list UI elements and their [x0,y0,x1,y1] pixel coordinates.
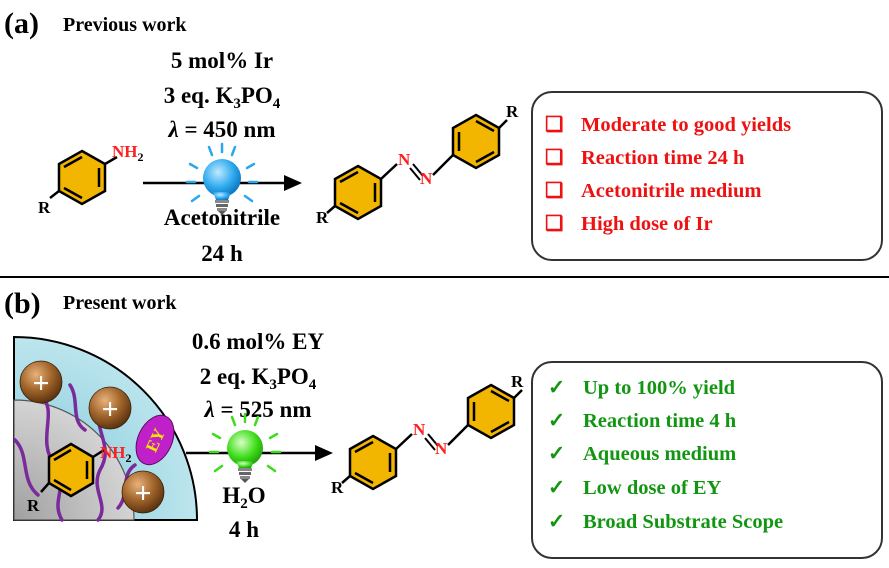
cationic-particles: + + + [19,360,165,514]
panel-b-product-azobenzene: N N R R [331,372,524,497]
checkbox-icon: ❑ [545,213,563,235]
panel-a-catalyst: 5 mol% Ir [171,48,273,73]
checkmark-icon: ✓ [548,511,565,533]
panel-b: (b) Present work EY [4,287,883,559]
plus-icon: + [134,477,151,510]
advantage-item: Reaction time 4 h [583,410,737,432]
panel-a-azo-n1: N [398,150,411,169]
drawback-item: Moderate to good yields [581,114,791,136]
panel-b-conditions: 0.6 mol% EY 2 eq. K3PO4 λ = 525 nm H2O 4… [192,329,325,542]
checkmark-icon: ✓ [548,443,565,465]
panel-b-label: (b) [4,287,41,320]
panel-a-drawbacks-list: ❑ Moderate to good yields ❑ Reaction tim… [545,114,791,235]
drawback-item: Acetonitrile medium [581,180,761,202]
checkmark-icon: ✓ [548,410,565,432]
panel-a-wavelength: λ = 450 nm [167,117,275,142]
micelle-r: R [27,496,40,515]
green-lightbulb-icon [208,412,282,483]
drawback-item: High dose of Ir [581,213,713,235]
panel-b-title: Present work [63,292,177,314]
panel-b-time: 4 h [229,517,259,542]
eosin-y-catalyst: EY [135,414,175,466]
advantage-item: Aqueous medium [583,443,736,465]
panel-b-advantages-box: ✓ Up to 100% yield ✓ Reaction time 4 h ✓… [531,361,883,559]
micelle-illustration: EY + + + NH2 [13,335,199,522]
panel-a-product-r1: R [316,208,329,227]
checkmark-icon: ✓ [548,377,565,399]
panel-a: (a) Previous work 5 mol% Ir 3 eq. K3PO4 … [4,7,883,266]
panel-b-azo-n1: N [413,420,426,439]
panel-a-amine-label: NH2 [112,142,144,164]
drawback-item: Reaction time 24 h [581,147,745,169]
panel-a-product-r2: R [506,102,519,121]
panel-b-product-r2: R [511,372,524,391]
plus-icon: + [101,393,118,426]
panel-b-wavelength: λ = 525 nm [203,397,311,422]
panel-b-base: 2 eq. K3PO4 [200,364,317,393]
panel-b-catalyst: 0.6 mol% EY [192,329,325,354]
plus-icon: + [32,367,49,400]
panel-b-azo-n2: N [435,439,448,458]
panel-a-drawbacks-box: ❑ Moderate to good yields ❑ Reaction tim… [531,91,883,261]
panel-b-product-r1: R [331,478,344,497]
blue-lightbulb-icon [185,142,259,215]
advantage-item: Low dose of EY [583,477,722,499]
checkbox-icon: ❑ [545,147,563,169]
panel-a-label: (a) [4,7,39,40]
panel-a-title: Previous work [63,14,187,36]
panel-a-time: 24 h [201,241,243,266]
panel-a-reactant-r: R [38,198,51,217]
panel-a-reactant-aniline: NH2 R [38,142,144,217]
micelle-aniline: NH2 R [27,442,132,515]
checkmark-icon: ✓ [548,477,565,499]
checkbox-icon: ❑ [545,114,563,136]
checkbox-icon: ❑ [545,180,563,202]
panel-b-solvent: H2O [222,483,265,512]
panel-a-azo-n2: N [420,169,433,188]
panel-a-base: 3 eq. K3PO4 [164,83,281,112]
panel-a-product-azobenzene: N N R R [316,102,519,227]
micelle-amine-label: NH2 [100,443,132,465]
panel-a-conditions: 5 mol% Ir 3 eq. K3PO4 λ = 450 nm Acetoni… [164,48,281,266]
panel-b-advantages-list: ✓ Up to 100% yield ✓ Reaction time 4 h ✓… [548,377,783,533]
advantage-item: Up to 100% yield [583,377,736,399]
advantage-item: Broad Substrate Scope [583,511,783,533]
